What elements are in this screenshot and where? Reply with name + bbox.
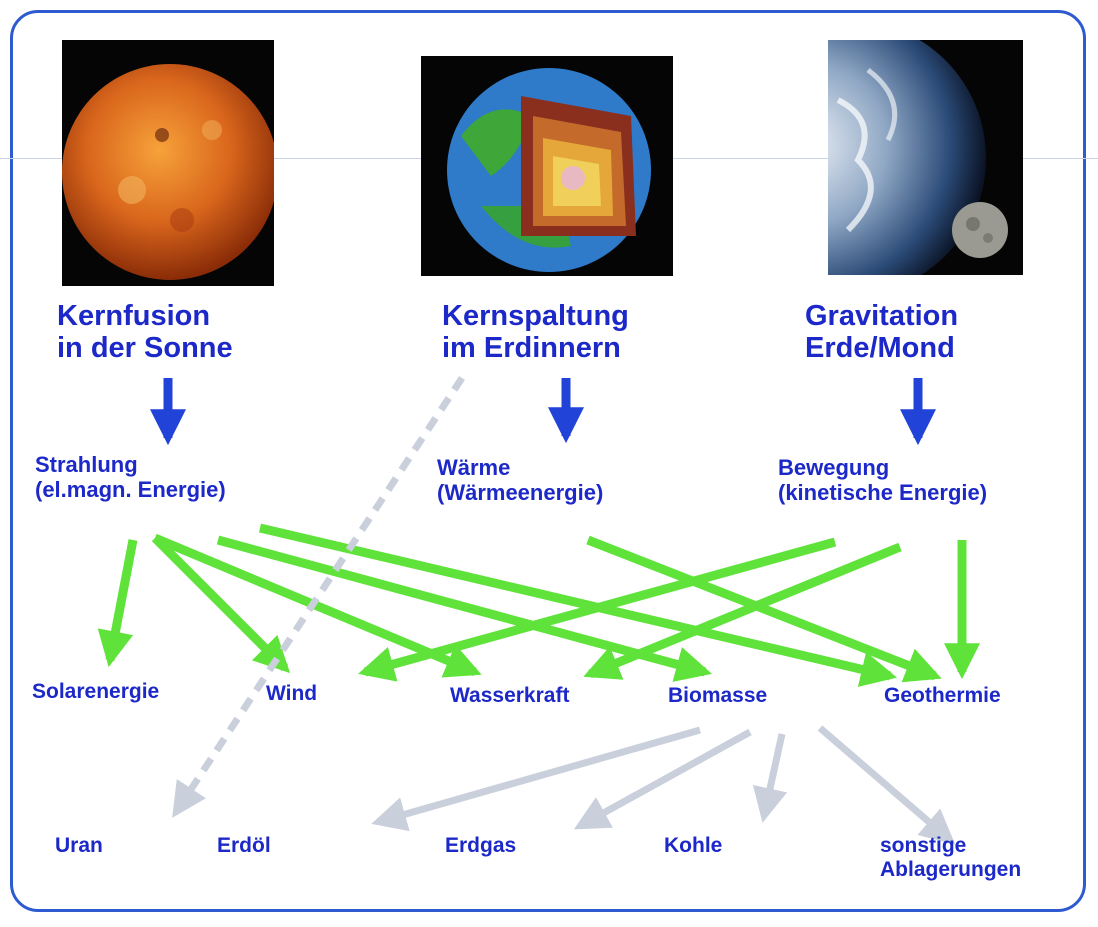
earth-core-image [421,56,673,276]
arrow-motion-to-water [583,542,902,680]
renewable-biomass: Biomasse [668,684,768,707]
arrow-core-to-uranium [172,376,465,818]
fuel-uranium: Uran [55,834,103,857]
energy-label-heat: Wärme (Wärmeenergie) [437,455,604,505]
arrow-biomass-to-coal [752,733,788,823]
renewable-wind: Wind [266,682,318,705]
fuel-other-deposits: sonstige Ablagerungen [880,834,1022,881]
earth-core-cutaway-icon [447,68,651,272]
earth-moon-image [828,40,1023,275]
fuel-oil: Erdöl [217,834,271,857]
diagram-frame [10,10,1086,912]
renewable-solar: Solarenergie [32,680,160,703]
arrow-motion-to-wind [358,537,837,682]
fuel-coal: Kohle [664,834,723,857]
sun-image [62,40,274,286]
energy-label-motion: Bewegung (kinetische Energie) [778,455,988,505]
arrow-radiation-to-biomass [216,535,712,682]
arrow-biomass-to-gas [573,728,752,830]
renewable-geothermal: Geothermie [884,684,1001,707]
source-label-fission: Kernspaltung im Erdinnern [442,300,629,365]
energy-label-radiation: Strahlung (el.magn. Energie) [35,452,226,502]
fuel-gas: Erdgas [445,834,517,857]
arrow-radiation-to-solar [97,539,138,668]
arrow-radiation-to-geothermal [258,523,898,687]
renewable-water: Wasserkraft [450,684,570,707]
source-label-fusion: Kernfusion in der Sonne [57,300,233,365]
sun-icon [62,64,274,280]
source-label-gravity: Gravitation Erde/Mond [805,300,959,365]
arrow-radiation-to-wind [151,534,291,674]
arrow-biomass-to-deposits [817,725,956,845]
arrow-biomass-to-oil [371,726,701,832]
earth-moon-icon [828,40,1008,275]
